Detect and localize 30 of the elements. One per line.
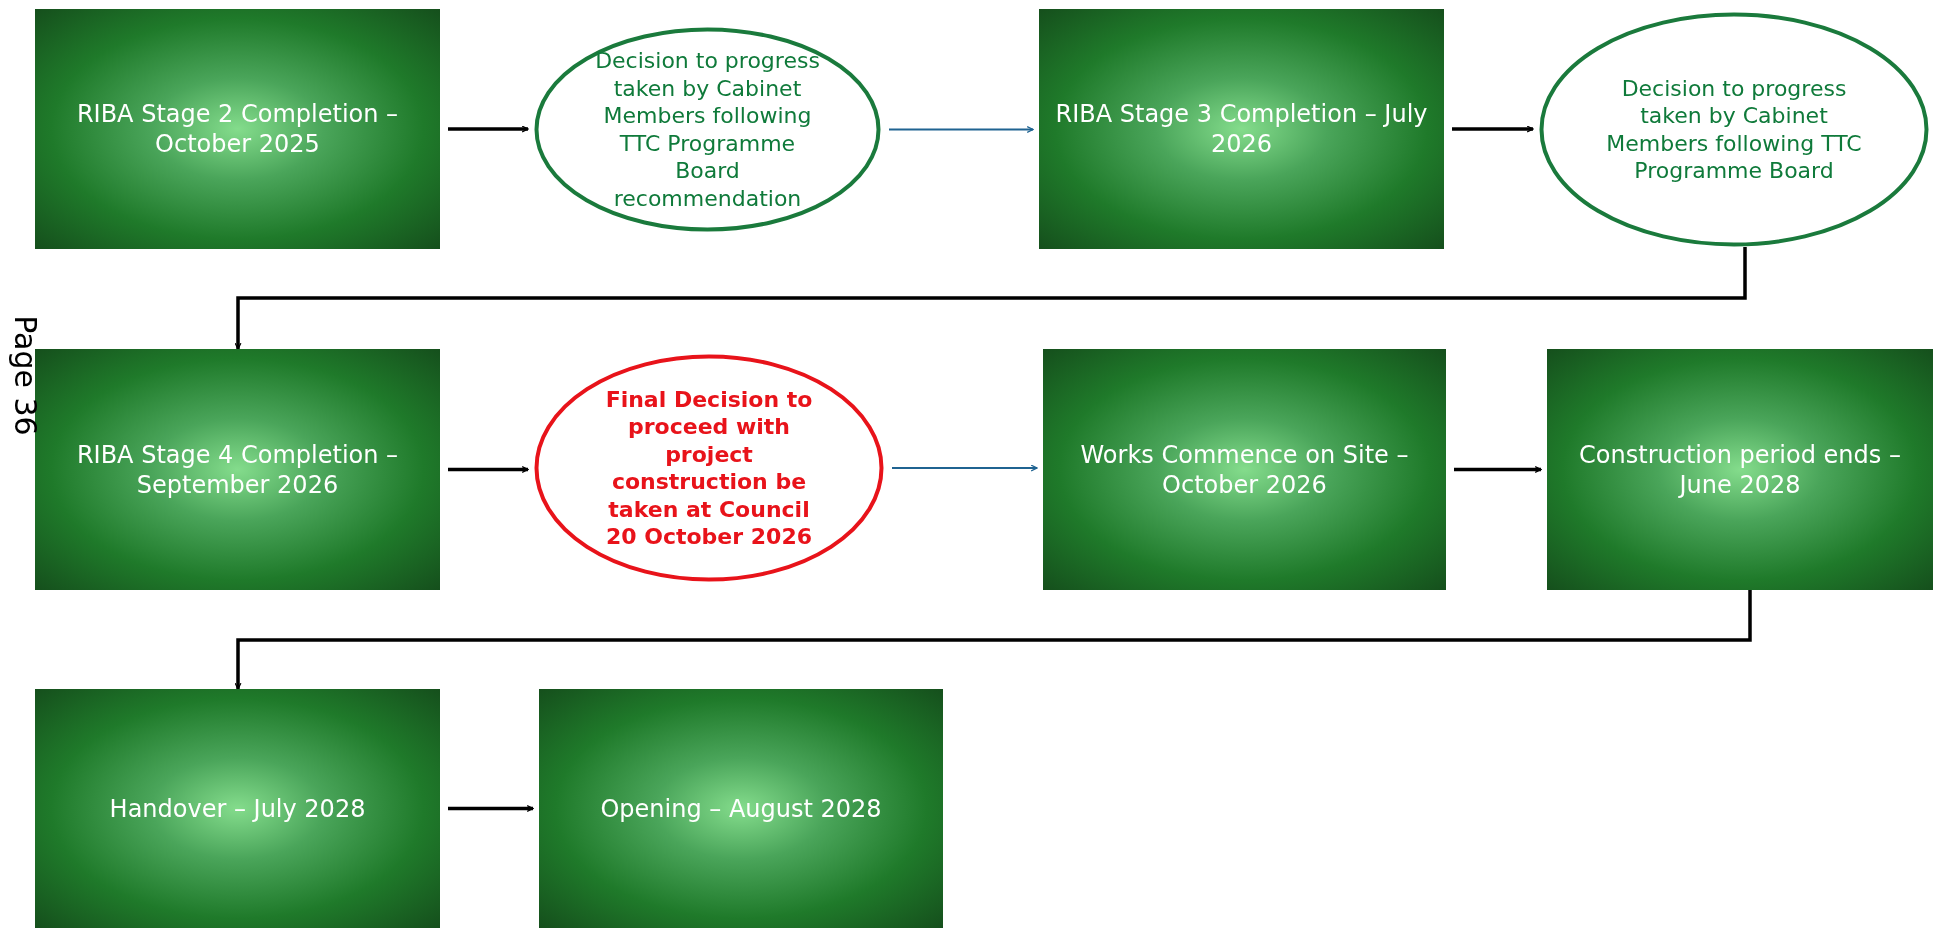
milestone-text: Opening – August 2028 xyxy=(599,793,883,824)
arrow xyxy=(234,590,1752,690)
milestone-text: Final Decision to proceed with project construction be taken at Council 20 October 2026 xyxy=(604,385,814,551)
arrow xyxy=(1452,125,1534,133)
milestone-box xyxy=(35,689,440,928)
milestone-box xyxy=(539,689,943,928)
page-number: Page 36 xyxy=(7,314,43,438)
milestone-box xyxy=(35,349,440,590)
arrow xyxy=(1454,466,1542,473)
arrow xyxy=(234,247,1747,350)
milestone-text: RIBA Stage 4 Completion – September 2026 xyxy=(75,439,400,500)
milestone-text: Construction period ends – June 2028 xyxy=(1578,439,1902,500)
milestone-text: RIBA Stage 2 Completion – October 2025 xyxy=(75,99,400,159)
arrow xyxy=(448,125,529,133)
milestone-text: Works Commence on Site – October 2026 xyxy=(1079,439,1410,500)
milestone-box xyxy=(1039,9,1444,249)
milestone-text: Decision to progress taken by Cabinet Members following TTC Programme Board recommendation xyxy=(594,47,821,212)
milestone-text: Decision to progress taken by Cabinet Members following TTC Programme Board xyxy=(1605,74,1863,185)
decision-ellipse xyxy=(534,354,884,582)
arrow xyxy=(888,126,1034,133)
arrow xyxy=(448,805,534,812)
milestone-box xyxy=(35,9,440,249)
decision-ellipse xyxy=(534,27,881,232)
milestone-box xyxy=(1043,349,1446,590)
arrow xyxy=(448,466,529,473)
decision-ellipse xyxy=(1539,12,1929,247)
arrow xyxy=(891,464,1038,472)
milestone-text: Handover – July 2028 xyxy=(108,793,367,824)
milestone-box xyxy=(1547,349,1933,590)
milestone-text: RIBA Stage 3 Completion – July 2026 xyxy=(1054,99,1429,159)
